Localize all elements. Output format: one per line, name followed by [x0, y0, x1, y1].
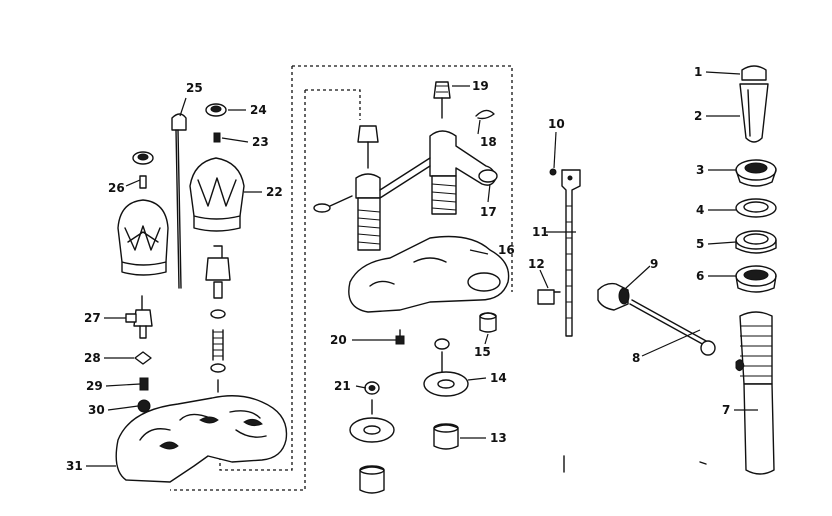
part-30-seat: [137, 399, 151, 413]
part-5-washer: [735, 230, 777, 254]
callout-27: 27: [84, 311, 101, 325]
part-15-gasket: [479, 312, 497, 333]
callout-23: 23: [252, 135, 269, 149]
part-6-nut: [735, 265, 777, 293]
part-22-valve-stem: [205, 245, 231, 393]
part-11-lift-strap: [561, 169, 581, 337]
callout-21: 21: [334, 379, 351, 393]
callout-15: 15: [474, 345, 491, 359]
part-21-washer: [364, 381, 380, 415]
callout-7: 7: [722, 403, 730, 417]
part-9-pivot-nut: [597, 282, 630, 311]
callout-17: 17: [480, 205, 497, 219]
callout-8: 8: [632, 351, 640, 365]
part-22-handle: [189, 157, 245, 232]
callout-12: 12: [528, 257, 545, 271]
callout-29: 29: [86, 379, 103, 393]
callout-1: 1: [694, 65, 702, 79]
part-left-mounting-washer: [349, 417, 395, 443]
callout-6: 6: [696, 269, 704, 283]
callout-31: 31: [66, 459, 83, 473]
reference-tick-2: [699, 461, 707, 465]
part-7-drain-body: [735, 311, 775, 475]
part-left-mounting-nut: [359, 465, 385, 494]
callout-leaders: [86, 71, 758, 467]
part-left-cartridge: [313, 173, 381, 251]
part-23-screw: [213, 132, 221, 143]
part-27-valve-stem: [125, 295, 153, 339]
part-cartridge-cap: [357, 125, 379, 169]
part-left-handle: [117, 199, 169, 276]
callout-30: 30: [88, 403, 105, 417]
callout-13: 13: [490, 431, 507, 445]
callout-2: 2: [694, 109, 702, 123]
part-3-flange: [735, 159, 777, 187]
callout-25: 25: [186, 81, 203, 95]
callout-5: 5: [696, 237, 704, 251]
part-10-screw: [549, 168, 557, 176]
part-24-index-button: [205, 103, 227, 117]
callout-20: 20: [330, 333, 347, 347]
callout-14: 14: [490, 371, 507, 385]
callout-9: 9: [650, 257, 658, 271]
callout-24: 24: [250, 103, 267, 117]
part-13-nut: [433, 423, 459, 450]
part-17-button: [478, 169, 498, 183]
part-1-stopper-knob: [741, 65, 767, 81]
part-19-aerator-cap: [433, 81, 451, 119]
part-25-pop-up-rod: [171, 113, 187, 289]
part-8-pivot-rod: [629, 299, 716, 356]
part-spout: [379, 130, 497, 215]
part-31-faucet-body: [115, 395, 288, 483]
part-20-screw: [395, 329, 405, 345]
part-2-stopper: [739, 83, 769, 143]
callout-19: 19: [472, 79, 489, 93]
callout-10: 10: [548, 117, 565, 131]
callout-28: 28: [84, 351, 101, 365]
part-29-spring: [139, 377, 149, 391]
callout-4: 4: [696, 203, 704, 217]
part-18-clip: [475, 109, 495, 120]
callout-22: 22: [266, 185, 283, 199]
callout-16: 16: [498, 243, 515, 257]
part-12-clip: [537, 289, 561, 305]
callout-18: 18: [480, 135, 497, 149]
part-14-washer: [423, 371, 469, 397]
callout-labels: 1 2 3 4 5 6 7 8 9 10 11 12 13 14 15 16 1…: [66, 65, 730, 473]
callout-3: 3: [696, 163, 704, 177]
callout-11: 11: [532, 225, 549, 239]
part-28-washer: [134, 351, 152, 365]
part-16-base-plate: [348, 235, 510, 313]
assembly-boundary: [170, 65, 513, 491]
part-26-index-cap: [132, 151, 154, 189]
part-4-gasket: [735, 198, 777, 218]
part-center-spacer: [434, 338, 450, 373]
callout-26: 26: [108, 181, 125, 195]
